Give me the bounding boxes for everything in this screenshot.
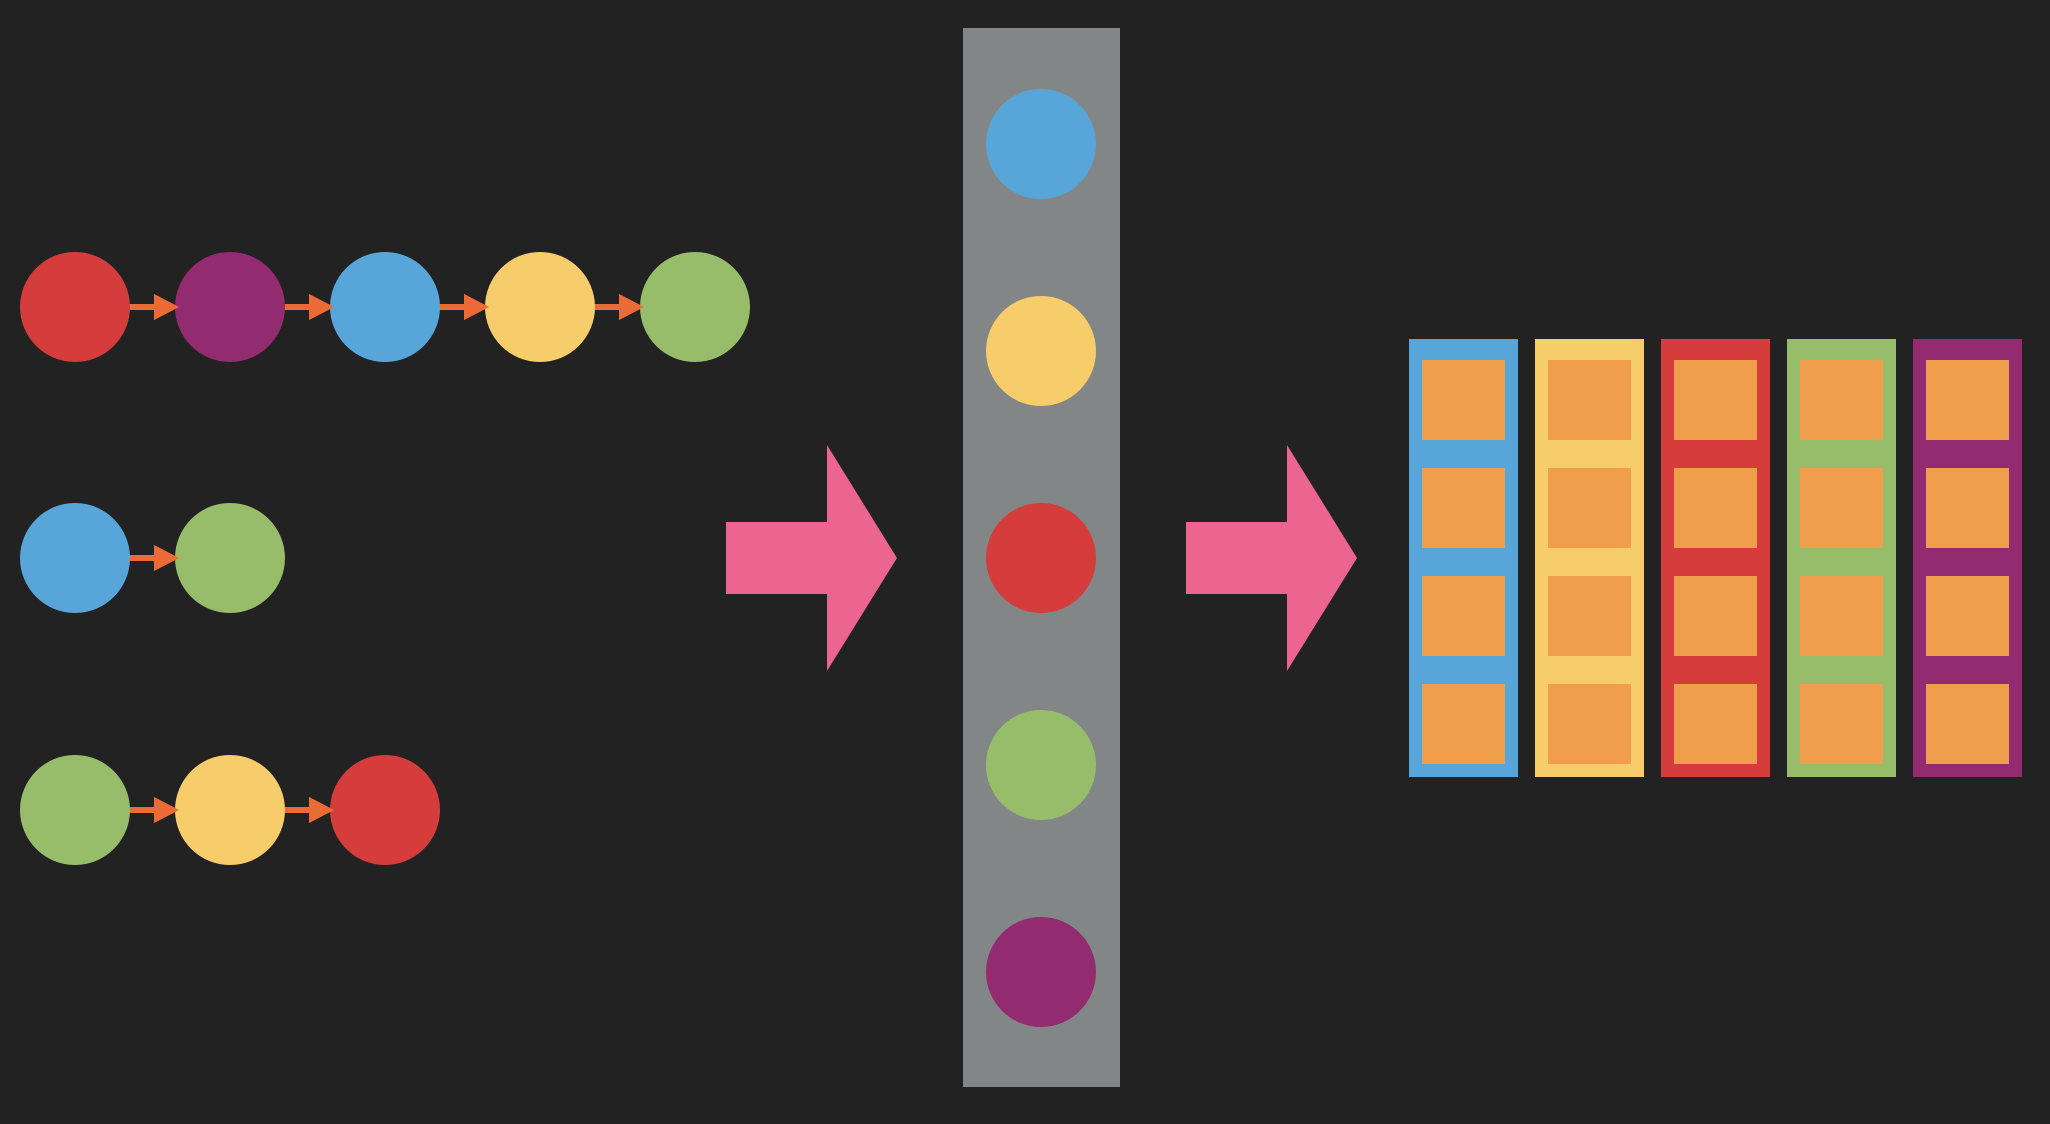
edge-arrow-head [154, 294, 179, 320]
embedding-cell [1422, 468, 1505, 548]
vocabulary-item-purple [986, 917, 1096, 1027]
embedding-cell [1674, 684, 1757, 764]
embedding-cell [1926, 576, 2009, 656]
embedding-cell [1674, 576, 1757, 656]
embedding-cell [1674, 360, 1757, 440]
embedding-cell [1548, 576, 1631, 656]
node-blue [20, 503, 130, 613]
sequence-2 [20, 503, 285, 613]
embedding-cell [1926, 360, 2009, 440]
embedding-column-blue [1409, 339, 1518, 777]
node-green [175, 503, 285, 613]
embedding-cell [1800, 684, 1883, 764]
embedding-column-green [1787, 339, 1896, 777]
sequence-1 [20, 252, 750, 362]
embedding-matrix [1409, 339, 2022, 777]
node-yellow [175, 755, 285, 865]
node-blue [330, 252, 440, 362]
edge-arrow-head [619, 294, 644, 320]
node-green [20, 755, 130, 865]
vocabulary-item-yellow [986, 296, 1096, 406]
embedding-column-yellow [1535, 339, 1644, 777]
embedding-cell [1422, 576, 1505, 656]
embedding-cell [1800, 468, 1883, 548]
embedding-cell [1926, 468, 2009, 548]
transform-arrow-2 [1186, 445, 1357, 671]
node-yellow [485, 252, 595, 362]
embedding-cell [1674, 468, 1757, 548]
embedding-cell [1548, 684, 1631, 764]
edge-arrow-head [309, 294, 334, 320]
embedding-cell [1548, 468, 1631, 548]
vocabulary-panel [963, 28, 1120, 1087]
embedding-cell [1422, 360, 1505, 440]
sequences-group [20, 252, 750, 865]
embedding-column-red [1661, 339, 1770, 777]
transform-arrow-1 [726, 445, 897, 671]
node-red [330, 755, 440, 865]
edge-arrow-head [154, 545, 179, 571]
node-green [640, 252, 750, 362]
edge-arrow-head [309, 797, 334, 823]
embedding-column-purple [1913, 339, 2022, 777]
vocabulary-item-blue [986, 89, 1096, 199]
embedding-cell [1926, 684, 2009, 764]
vocabulary-item-red [986, 503, 1096, 613]
embedding-cell [1548, 360, 1631, 440]
node-red [20, 252, 130, 362]
sequence-3 [20, 755, 440, 865]
edge-arrow-head [154, 797, 179, 823]
embedding-cell [1800, 576, 1883, 656]
embedding-cell [1800, 360, 1883, 440]
vocabulary-item-green [986, 710, 1096, 820]
embedding-cell [1422, 684, 1505, 764]
edge-arrow-head [464, 294, 489, 320]
node-purple [175, 252, 285, 362]
